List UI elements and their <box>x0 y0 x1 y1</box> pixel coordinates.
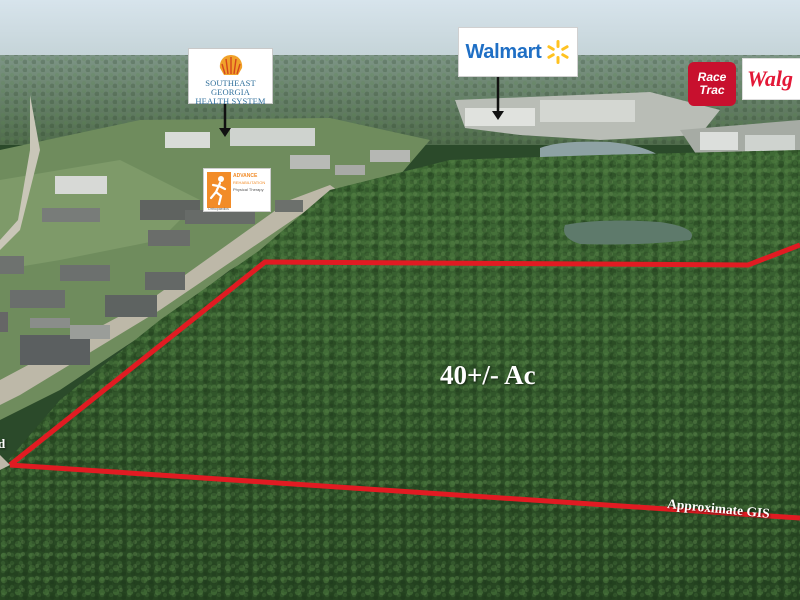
advance-line3: Physical Therapy <box>233 187 264 192</box>
health-system-line1: SOUTHEAST GEORGIA <box>205 78 256 97</box>
acreage-label: 40+/- Ac <box>440 360 536 390</box>
health-system-logo: SOUTHEAST GEORGIA HEALTH SYSTEM <box>188 48 273 106</box>
advance-line2: REHABILITATION <box>233 180 266 185</box>
advance-line4: Orthopaedics <box>208 207 229 211</box>
arrow-down-icon <box>492 77 504 120</box>
runner-icon <box>207 172 231 208</box>
property-boundary <box>8 242 800 467</box>
advance-rehab-logo: ADVANCE REHABILITATION Physical Therapy … <box>203 168 271 212</box>
walmart-logo: Walmart <box>458 27 578 77</box>
racetrac-line2: Trac <box>699 83 725 97</box>
spark-icon <box>546 40 569 64</box>
health-system-line2: HEALTH SYSTEM <box>195 96 266 106</box>
shell-icon <box>219 55 242 75</box>
walgreens-wordmark: Walg <box>747 66 794 91</box>
walgreens-logo: Walg <box>742 58 800 100</box>
advance-line1: ADVANCE <box>233 173 258 179</box>
walmart-wordmark: Walmart <box>465 40 542 63</box>
sky <box>0 0 800 62</box>
commercial-area-right <box>455 92 800 165</box>
developed-area <box>0 95 430 420</box>
road-label: d <box>0 436 6 451</box>
arrow-down-icon <box>219 104 231 137</box>
pond <box>564 220 692 245</box>
racetrac-logo: Race Trac <box>688 62 736 106</box>
racetrac-line1: Race <box>697 70 727 84</box>
